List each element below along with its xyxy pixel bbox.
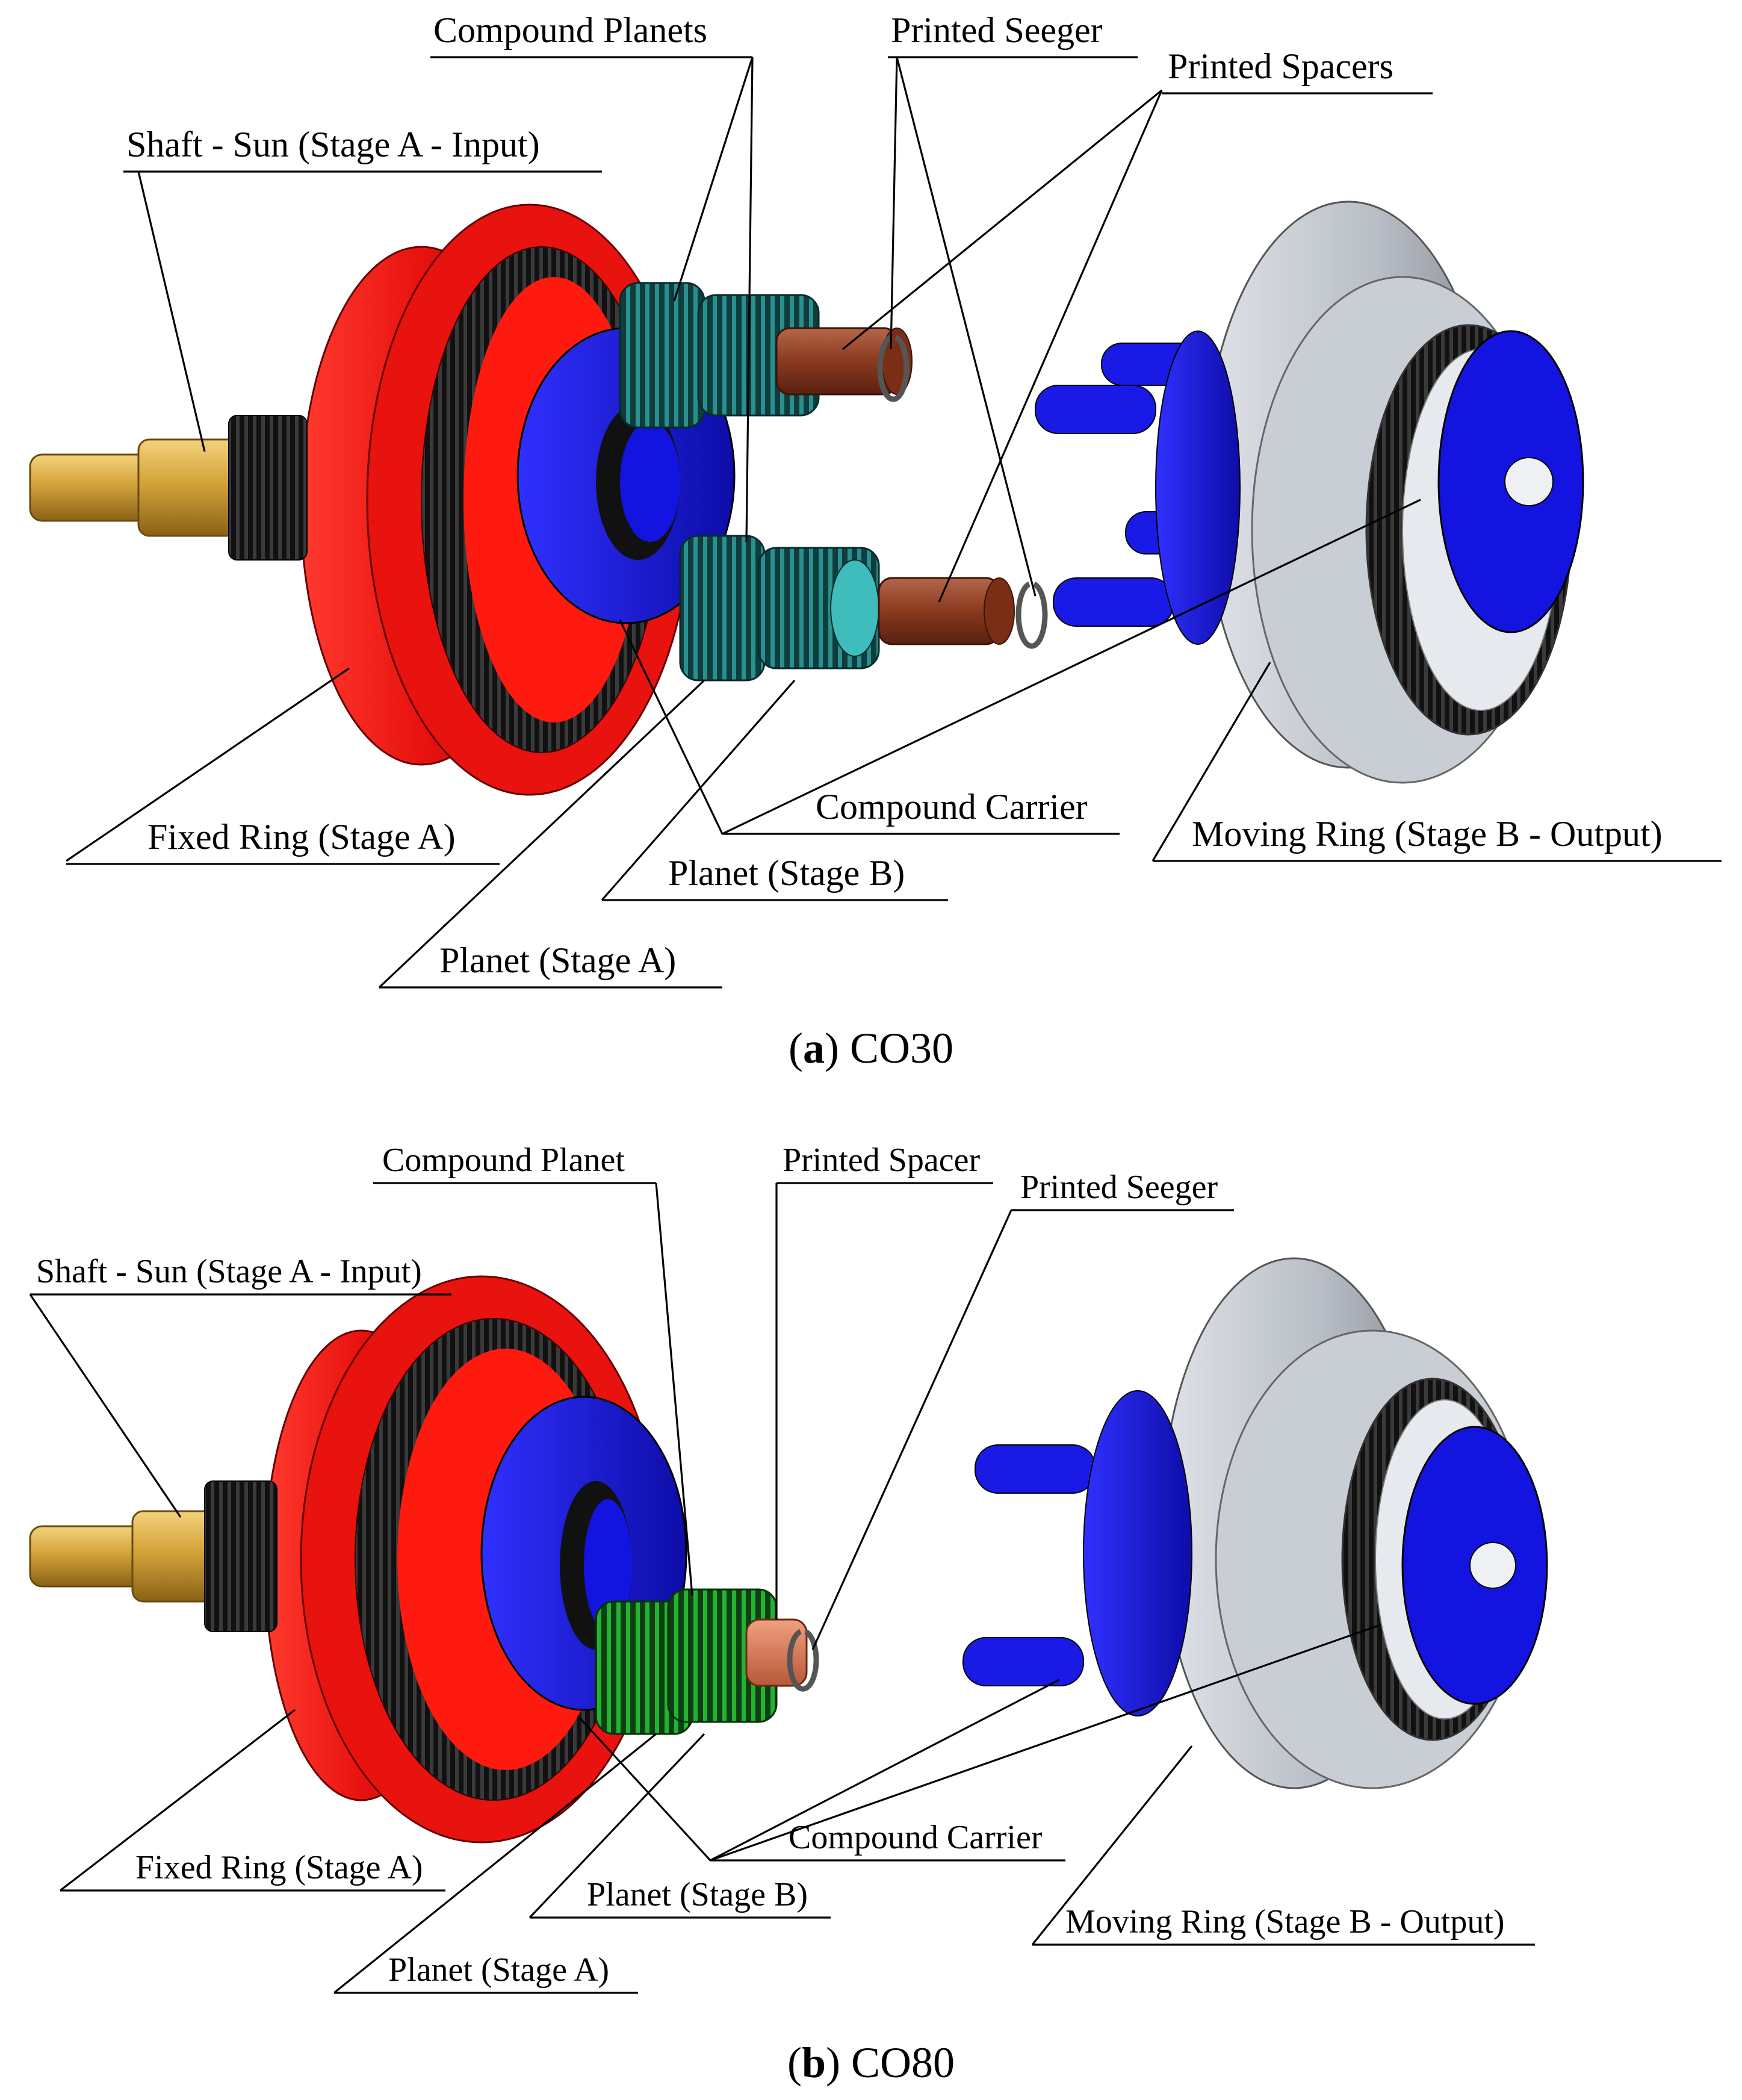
compound-planet-b <box>595 1588 778 1735</box>
compound-carrier-output-a <box>1035 330 1584 645</box>
leader-line <box>528 1733 705 1919</box>
annotations: Shaft - Sun (Stage A - Input) Compound Pl… <box>29 10 1722 1994</box>
printed-spacer-b <box>745 1618 808 1687</box>
leader-line <box>710 1624 1379 1862</box>
leader-line <box>378 679 705 989</box>
leader-line <box>619 620 724 834</box>
label-panel_b-labels-fixed_ring: Fixed Ring (Stage A) <box>135 1849 423 1886</box>
printed-seeger-a <box>877 334 1048 649</box>
label-panel_a-labels-moving_ring: Moving Ring (Stage B - Output) <box>1192 814 1663 854</box>
label-panel_a-labels-compound_carrier: Compound Carrier <box>816 787 1088 827</box>
label-panel_a-labels-printed_spacers: Printed Spacers <box>1168 46 1393 86</box>
leader-line <box>673 57 754 302</box>
label-panel_a-labels-compound_planets: Compound Planets <box>433 10 707 50</box>
label-panel_a-labels-fixed_ring: Fixed Ring (Stage A) <box>147 817 456 857</box>
leader-line <box>890 57 898 350</box>
label-panel_b-labels-moving_ring: Moving Ring (Stage B - Output) <box>1065 1903 1505 1940</box>
caption-b: (b) CO80 <box>787 2039 955 2087</box>
label-panel_a-labels-shaft_sun: Shaft - Sun (Stage A - Input) <box>126 125 540 164</box>
leader-line <box>1031 1745 1193 1946</box>
leader-line <box>601 679 796 901</box>
leader-line <box>811 1210 1012 1650</box>
leader-line <box>710 1679 1060 1862</box>
label-panel_b-labels-printed_seeger: Printed Seeger <box>1020 1169 1218 1206</box>
label-panel_a-labels-planet_stage_b: Planet (Stage B) <box>668 853 905 893</box>
label-panel_b-labels-planet_stage_b: Planet (Stage B) <box>587 1876 808 1913</box>
leader-line <box>938 90 1163 603</box>
label-panel_b-labels-compound_planet: Compound Planet <box>382 1142 625 1179</box>
leader-line <box>66 667 350 862</box>
leader-line <box>842 89 1163 350</box>
label-panel_b-labels-compound_carrier: Compound Carrier <box>789 1819 1043 1856</box>
leader-line <box>745 57 754 542</box>
shaft-sun-b <box>29 1480 277 1632</box>
leader-line <box>333 1733 657 1994</box>
leader-line <box>896 57 1037 597</box>
label-panel_b-labels-planet_stage_a: Planet (Stage A) <box>388 1951 609 1989</box>
compound-carrier-output-b <box>962 1390 1548 1716</box>
leader-line <box>137 171 206 452</box>
leader-line <box>60 1709 296 1892</box>
label-panel_a-labels-printed_seeger: Printed Seeger <box>891 10 1103 50</box>
leader-line <box>577 1715 711 1862</box>
label-panel_b-labels-printed_spacer: Printed Spacer <box>783 1142 980 1179</box>
panel-b-co80 <box>29 1257 1548 1844</box>
leader-line <box>1152 662 1271 862</box>
caption-a: (a) CO30 <box>789 1024 953 1072</box>
panel-a-co30 <box>29 200 1584 796</box>
shaft-sun-a <box>29 415 308 561</box>
label-panel_a-labels-planet_stage_a: Planet (Stage A) <box>439 940 676 980</box>
leader-line <box>655 1182 693 1596</box>
label-panel_b-labels-shaft_sun: Shaft - Sun (Stage A - Input) <box>36 1253 422 1290</box>
leader-line <box>29 1294 182 1518</box>
leader-line <box>722 499 1421 835</box>
